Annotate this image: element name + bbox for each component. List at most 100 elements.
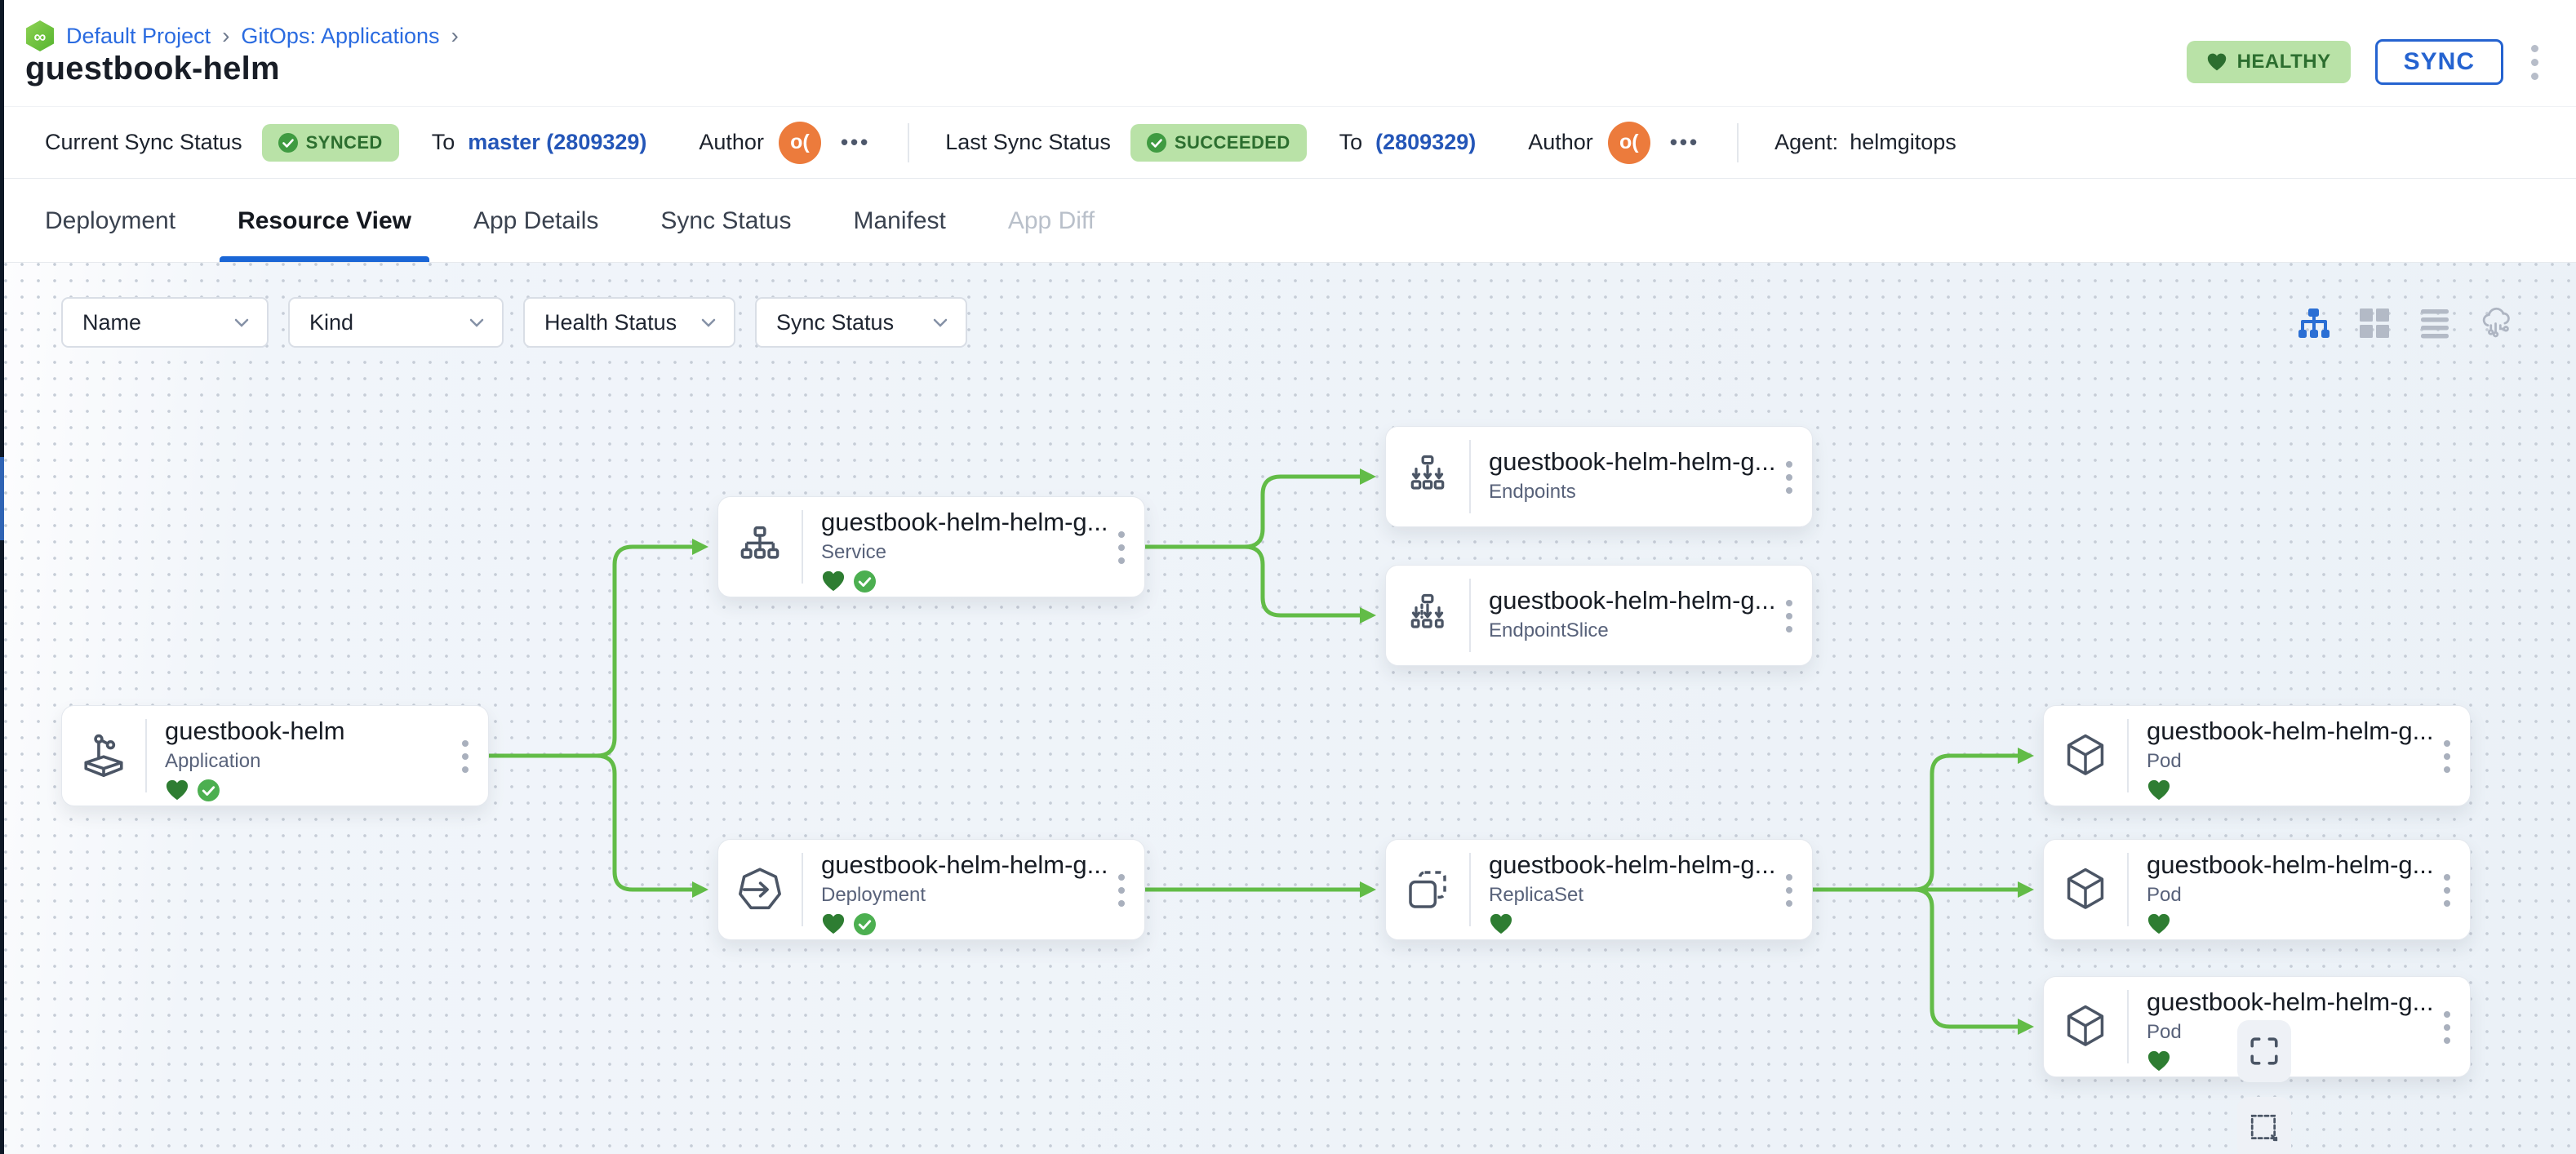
resource-name: guestbook-helm-helm-g... bbox=[821, 850, 1108, 879]
resource-kind: Service bbox=[821, 541, 887, 563]
tab-app-details[interactable]: App Details bbox=[473, 206, 599, 234]
tab-manifest[interactable]: Manifest bbox=[853, 206, 946, 234]
grid-view-icon[interactable] bbox=[2357, 307, 2392, 340]
page-title: guestbook-helm bbox=[25, 51, 280, 87]
kebab-menu-icon[interactable] bbox=[1783, 458, 1796, 497]
divider bbox=[2127, 853, 2129, 926]
health-status-badge: HEALTHY bbox=[2186, 41, 2351, 83]
synced-check-icon bbox=[854, 570, 876, 593]
resource-name: guestbook-helm-helm-g... bbox=[2147, 988, 2434, 1016]
filter-sync-status-label: Sync Status bbox=[776, 309, 895, 335]
current-revision-link[interactable]: master (2809329) bbox=[468, 130, 647, 154]
resource-node-pod[interactable]: guestbook-helm-helm-g... Pod bbox=[2043, 705, 2471, 806]
healthy-heart-icon bbox=[1490, 913, 1512, 934]
sync-status-bar: Current Sync Status SYNCED To master (28… bbox=[4, 106, 2576, 179]
kebab-menu-icon[interactable] bbox=[2528, 42, 2542, 83]
last-sync-status-label: Last Sync Status bbox=[945, 130, 1111, 154]
deployment-icon bbox=[718, 840, 802, 939]
to-label: To bbox=[431, 130, 455, 154]
tab-sync-status[interactable]: Sync Status bbox=[660, 206, 792, 234]
list-view-icon[interactable] bbox=[2418, 307, 2452, 340]
filter-name-dropdown[interactable]: Name bbox=[61, 297, 269, 348]
check-circle-icon bbox=[1146, 132, 1166, 153]
breadcrumb-separator: › bbox=[451, 23, 459, 48]
divider bbox=[802, 510, 803, 584]
resource-kind: Pod bbox=[2147, 884, 2182, 906]
cloud-view-icon[interactable] bbox=[2478, 307, 2512, 340]
filter-kind-dropdown[interactable]: Kind bbox=[288, 297, 504, 348]
divider bbox=[802, 853, 803, 926]
resource-node-service[interactable]: guestbook-helm-helm-g... Service bbox=[717, 496, 1145, 597]
kebab-menu-icon[interactable] bbox=[1783, 597, 1796, 636]
tab-deployment[interactable]: Deployment bbox=[45, 206, 176, 234]
resource-kind: Pod bbox=[2147, 750, 2182, 772]
resource-node-pod[interactable]: guestbook-helm-helm-g... Pod bbox=[2043, 839, 2471, 940]
resource-kind: Endpoints bbox=[1489, 481, 1576, 503]
kebab-menu-icon[interactable] bbox=[2441, 737, 2454, 776]
healthy-heart-icon bbox=[166, 779, 189, 801]
resource-node-replicaset[interactable]: guestbook-helm-helm-g... ReplicaSet bbox=[1385, 839, 1813, 940]
heart-icon bbox=[2206, 52, 2227, 72]
resource-name: guestbook-helm-helm-g... bbox=[1489, 850, 1776, 879]
divider bbox=[1469, 440, 1471, 513]
author-avatar[interactable]: o( bbox=[1607, 121, 1650, 164]
replicaset-icon bbox=[1386, 840, 1469, 939]
agent-label: Agent: bbox=[1774, 130, 1839, 154]
kebab-menu-icon[interactable] bbox=[1783, 871, 1796, 910]
more-commit-info[interactable]: ••• bbox=[1669, 130, 1700, 154]
marquee-icon bbox=[2250, 1114, 2278, 1142]
resource-node-application[interactable]: guestbook-helm Application bbox=[61, 705, 489, 806]
page-header: ∞ Default Project › GitOps: Applications… bbox=[4, 0, 2576, 106]
resource-node-endpoints[interactable]: guestbook-helm-helm-g... Endpoints bbox=[1385, 426, 1813, 527]
chevron-down-icon bbox=[701, 318, 716, 327]
author-label: Author bbox=[699, 130, 764, 154]
resource-node-endpointslice[interactable]: guestbook-helm-helm-g... EndpointSlice bbox=[1385, 565, 1813, 666]
resource-node-deployment[interactable]: guestbook-helm-helm-g... Deployment bbox=[717, 839, 1145, 940]
kebab-menu-icon[interactable] bbox=[2441, 1008, 2454, 1047]
kebab-menu-icon[interactable] bbox=[459, 737, 472, 776]
check-circle-icon bbox=[278, 132, 298, 153]
pod-icon bbox=[2044, 977, 2127, 1076]
synced-badge-label: SYNCED bbox=[305, 131, 383, 153]
divider bbox=[1737, 122, 1739, 162]
resource-name: guestbook-helm-helm-g... bbox=[2147, 717, 2434, 745]
last-revision-link[interactable]: (2809329) bbox=[1375, 130, 1477, 154]
synced-check-icon bbox=[198, 779, 220, 801]
resource-kind: Pod bbox=[2147, 1021, 2182, 1043]
divider bbox=[2127, 719, 2129, 792]
kebab-menu-icon[interactable] bbox=[1115, 871, 1128, 910]
to-label: To bbox=[1339, 130, 1363, 154]
chevron-down-icon bbox=[234, 318, 249, 327]
kebab-menu-icon[interactable] bbox=[2441, 871, 2454, 910]
resource-name: guestbook-helm-helm-g... bbox=[821, 508, 1108, 536]
chevron-down-icon bbox=[933, 318, 948, 327]
breadcrumb-item-applications[interactable]: GitOps: Applications bbox=[241, 23, 440, 48]
filter-bar: Name Kind Health Status Sync Status bbox=[61, 297, 967, 348]
breadcrumb-item-project[interactable]: Default Project bbox=[66, 23, 211, 48]
select-area-button[interactable] bbox=[2237, 1097, 2291, 1154]
endpointslice-icon bbox=[1386, 566, 1469, 665]
filter-sync-status-dropdown[interactable]: Sync Status bbox=[755, 297, 967, 348]
agent-value: helmgitops bbox=[1850, 130, 1956, 154]
sync-button[interactable]: SYNC bbox=[2374, 39, 2503, 85]
resource-kind: ReplicaSet bbox=[1489, 884, 1584, 906]
health-badge-label: HEALTHY bbox=[2236, 51, 2331, 73]
tab-resource-view[interactable]: Resource View bbox=[220, 180, 429, 262]
healthy-heart-icon bbox=[2147, 779, 2170, 801]
divider bbox=[1469, 579, 1471, 652]
filter-health-status-dropdown[interactable]: Health Status bbox=[523, 297, 735, 348]
resource-tree-canvas[interactable]: Name Kind Health Status Sync Status bbox=[4, 263, 2576, 1154]
view-toggles bbox=[2297, 307, 2512, 340]
kebab-menu-icon[interactable] bbox=[1115, 528, 1128, 567]
expand-icon bbox=[2250, 1037, 2278, 1065]
more-commit-info[interactable]: ••• bbox=[840, 130, 871, 154]
service-icon bbox=[718, 497, 802, 597]
tree-view-icon[interactable] bbox=[2297, 307, 2331, 340]
sidebar-scroll-thumb[interactable] bbox=[0, 457, 4, 540]
fit-view-button[interactable] bbox=[2237, 1020, 2291, 1082]
svg-text:∞: ∞ bbox=[34, 28, 47, 47]
author-avatar[interactable]: o( bbox=[778, 121, 821, 164]
succeeded-badge-label: SUCCEEDED bbox=[1174, 131, 1290, 153]
filter-name-label: Name bbox=[82, 309, 142, 335]
succeeded-badge: SUCCEEDED bbox=[1130, 123, 1307, 162]
